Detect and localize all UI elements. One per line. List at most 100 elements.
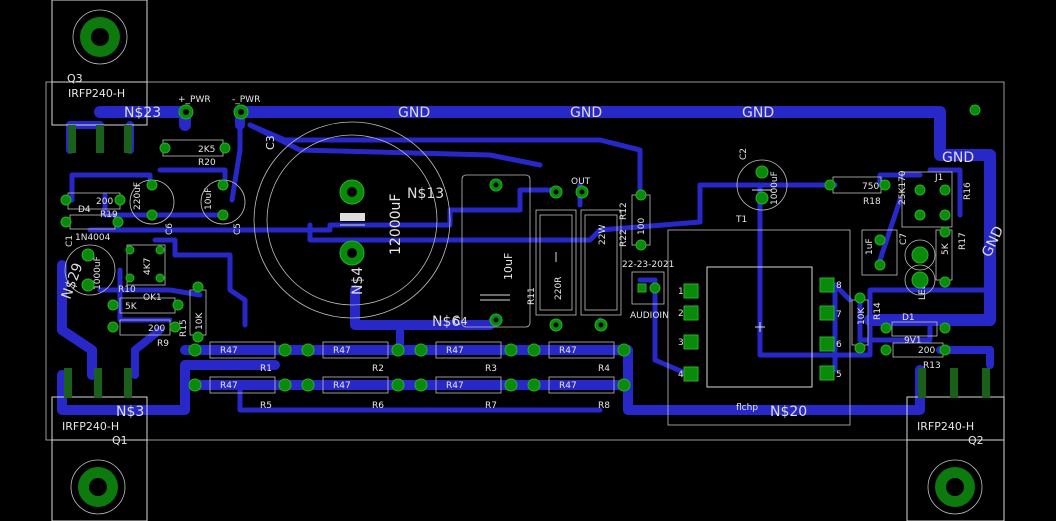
d4-label: D4 [78, 205, 91, 215]
r17-value: 5K [941, 242, 951, 255]
transformer-t1 [667, 229, 851, 426]
transistor-q3 [51, 0, 148, 153]
q1-label: Q1 [112, 434, 128, 447]
d1-label: D1 [902, 313, 915, 323]
resistor-r10 [126, 244, 166, 286]
ic-pin-7: 7 [836, 310, 842, 320]
r17-label: R17 [958, 232, 968, 250]
r1-label: R1 [260, 364, 272, 374]
c7-label: C7 [899, 233, 909, 245]
r2-label: R2 [372, 364, 384, 374]
ic-pads [683, 277, 835, 382]
ic-pin-5: 5 [836, 370, 842, 380]
c6-value: 220uF [133, 182, 143, 210]
gnd-label-2: GND [570, 105, 602, 121]
ic-pin-6: 6 [836, 340, 842, 350]
q3-label: Q3 [67, 72, 83, 85]
r12-label: R12 [619, 202, 629, 220]
r16-label: R16 [963, 182, 973, 200]
net-n13: N$13 [407, 186, 444, 202]
date-label: 22-23-2021 [622, 260, 674, 270]
d4-value: 1N4004 [75, 233, 111, 243]
audio-in-label: AUDIOIN [630, 311, 669, 321]
r11-label: R11 [527, 287, 537, 305]
r15-label: R15 [179, 319, 189, 337]
capacitor-c1-outline [64, 244, 116, 296]
led1-outline [904, 239, 936, 271]
c6-label: C6 [165, 223, 175, 235]
r1-value: R47 [220, 346, 238, 356]
c7-value: 1uF [865, 238, 875, 255]
minus-pwr-label: -_PWR [232, 95, 260, 105]
r15-value: 10K [195, 312, 205, 330]
out-label: OUT [571, 177, 591, 187]
ic-label: flchp [736, 403, 758, 413]
q3-type: IRFP240-H [68, 87, 125, 100]
r16-value: 25K170 [898, 170, 908, 205]
r4-value: R47 [559, 346, 577, 356]
c5-value: 10uF [204, 188, 214, 210]
audio-in-connector [631, 271, 665, 305]
net-n20: N$20 [770, 404, 807, 420]
traces [57, 106, 996, 415]
r4-label: R4 [598, 364, 610, 374]
r7-value: R47 [446, 381, 464, 391]
diode-d1 [891, 321, 938, 337]
led1-label: LED1 [918, 277, 928, 300]
transistor-q1 [51, 368, 148, 521]
r20-value: 2K5 [198, 145, 215, 155]
gnd-label-3: GND [742, 105, 774, 121]
ic-pin-8: 8 [836, 281, 842, 291]
r14-value: 10K [857, 307, 867, 325]
r5-label: R5 [260, 401, 272, 411]
r22-value: 22W [598, 225, 608, 245]
capacitor-c7 [861, 229, 898, 276]
r6-label: R6 [372, 401, 384, 411]
r2-value: R47 [333, 346, 351, 356]
resistor-r11 [535, 209, 577, 316]
ic-pin-3: 3 [678, 338, 684, 348]
transistor-q2 [906, 368, 1005, 521]
c3-value: 12000uF [388, 194, 404, 255]
gnd-label-1: GND [398, 105, 430, 121]
c4-label: C4 [453, 315, 468, 328]
net-n3: N$3 [116, 404, 144, 420]
r22-label: R22 [619, 229, 629, 247]
resistor-r22 [580, 209, 622, 316]
ok1-value: 5K [125, 302, 138, 312]
r3-label: R3 [485, 364, 497, 374]
c2-label: C2 [739, 148, 749, 160]
resistor-bank [209, 341, 615, 394]
r20-label: R20 [198, 158, 216, 168]
r11-value: 220R [554, 277, 564, 300]
capacitor-c2 [736, 159, 788, 211]
led1-outline2 [904, 264, 936, 296]
r12-value: 100 [637, 218, 647, 235]
r10-value: 4K7 [143, 258, 153, 275]
net-n23: N$23 [124, 105, 161, 121]
c3-label: C3 [264, 135, 277, 150]
pads [60, 104, 981, 356]
ic-pin-1: 1 [678, 287, 684, 297]
q2-label: Q2 [968, 434, 984, 447]
r8-label: R8 [598, 401, 610, 411]
ic-pin-2: 2 [678, 309, 684, 319]
c5-label: C5 [233, 223, 243, 235]
r10-label: R10 [118, 285, 136, 295]
net-n6: N$6 [432, 314, 460, 330]
r14-label: R14 [873, 302, 883, 320]
r13-value: 200 [918, 346, 935, 356]
r8-value: R47 [559, 381, 577, 391]
t1-label: T1 [735, 215, 747, 225]
q1-type: IRFP240-H [62, 420, 119, 433]
c4-value: 10uF [502, 253, 515, 280]
j1-label: J1 [934, 173, 943, 183]
r7-label: R7 [485, 401, 497, 411]
board-outline [45, 81, 1005, 441]
d1-value: 9V1 [904, 336, 922, 346]
plus-pwr-label: +_PWR [178, 95, 211, 105]
trimmer-r16 [901, 171, 953, 228]
c2-value: 1000uF [770, 171, 780, 205]
